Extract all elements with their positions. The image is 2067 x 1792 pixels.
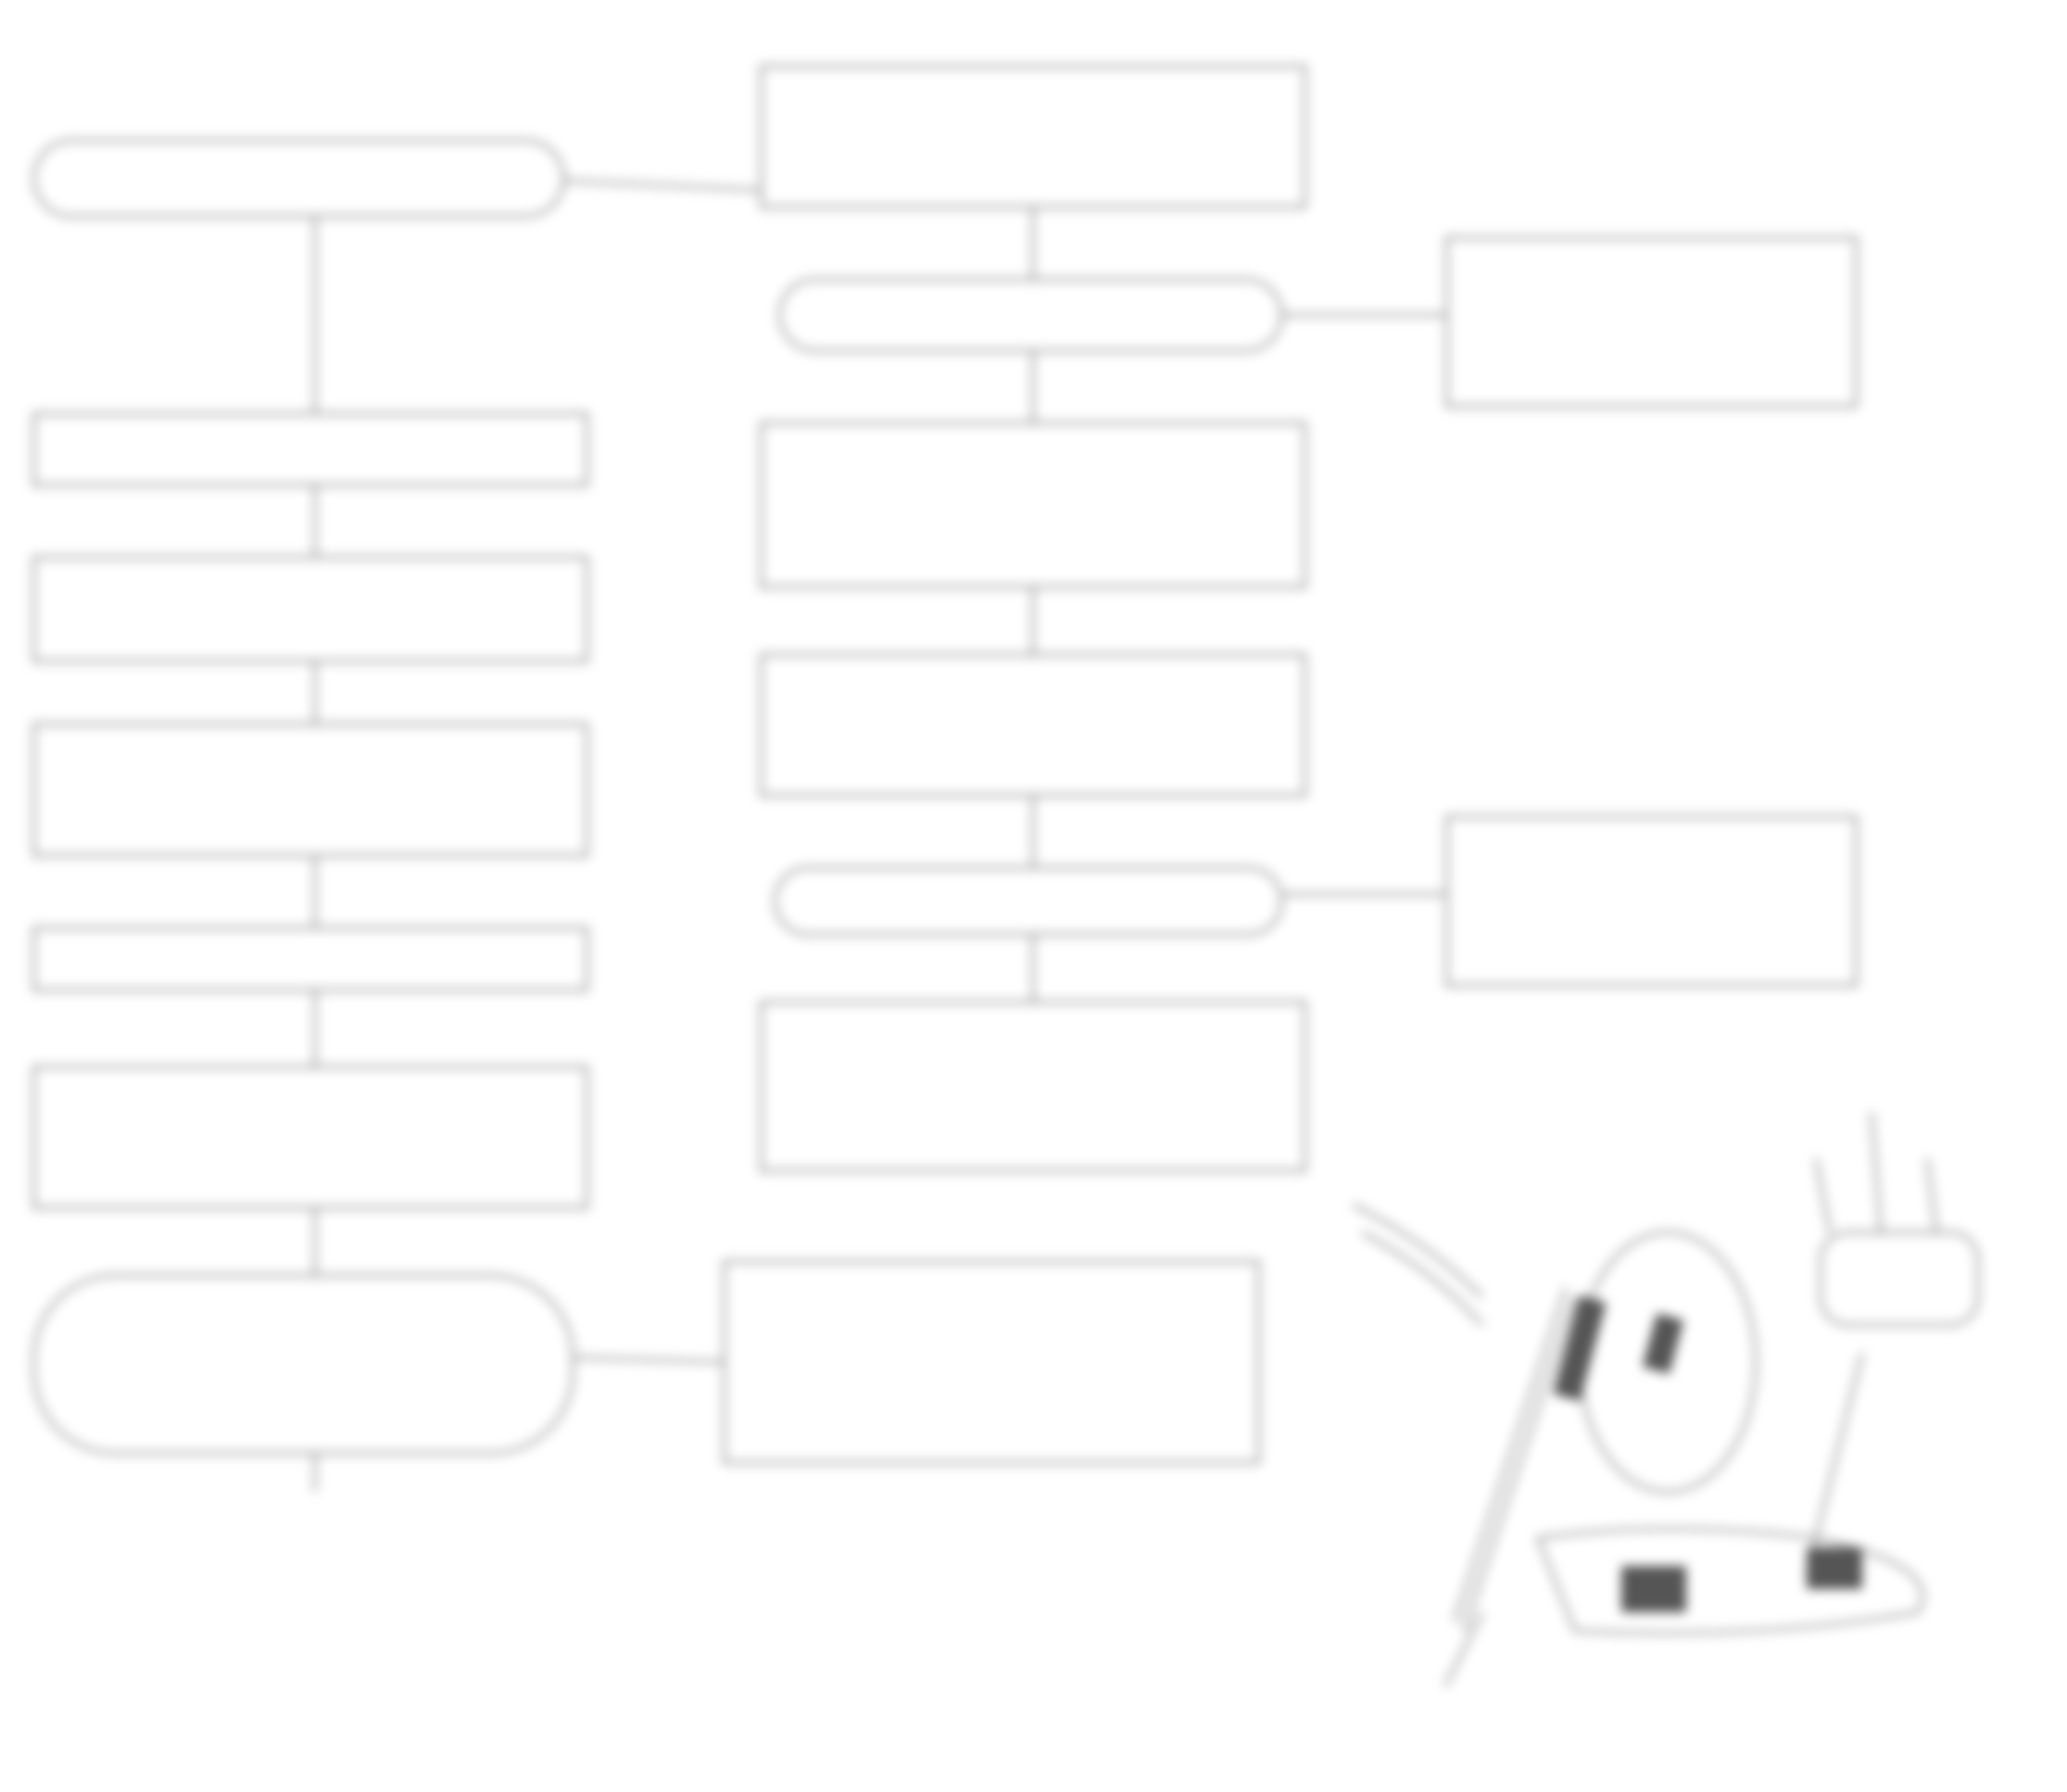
left-decision-1 — [32, 139, 565, 218]
middle-repair-1 — [723, 1260, 1260, 1464]
left-step-3 — [32, 723, 588, 857]
illustration-fill — [1553, 1294, 1607, 1402]
illustration-fill — [1642, 1313, 1684, 1374]
left-step-5 — [32, 1066, 588, 1209]
middle-step-4 — [760, 1001, 1306, 1172]
right-repair-1 — [1445, 236, 1858, 408]
left-decision-2 — [32, 1274, 574, 1455]
illustration-stroke — [1453, 1287, 1568, 1622]
left-step-2 — [32, 556, 588, 663]
connector-line — [564, 179, 761, 192]
left-step-4 — [32, 927, 588, 991]
middle-step-3 — [760, 653, 1306, 797]
illustration-stroke — [1819, 1230, 1980, 1327]
middle-decision-2 — [774, 866, 1283, 936]
illustration-stroke — [1443, 1611, 1484, 1687]
illustration-stroke — [1462, 1296, 1577, 1632]
illustration-fill — [1807, 1547, 1862, 1589]
illustration-stroke — [1535, 1527, 1924, 1634]
illustration-stroke — [1925, 1157, 1938, 1233]
left-step-1 — [32, 412, 588, 486]
middle-decision-1 — [778, 278, 1283, 352]
illustration-stroke — [1352, 1203, 1484, 1299]
illustration-stroke — [1870, 1111, 1883, 1233]
illustration-stroke — [1814, 1157, 1832, 1233]
connector-line — [573, 1356, 724, 1364]
right-repair-2 — [1445, 815, 1858, 987]
middle-step-1 — [760, 65, 1306, 208]
middle-step-2 — [760, 422, 1306, 588]
illustration-fill — [1621, 1566, 1686, 1612]
illustration-stroke — [1361, 1230, 1484, 1327]
